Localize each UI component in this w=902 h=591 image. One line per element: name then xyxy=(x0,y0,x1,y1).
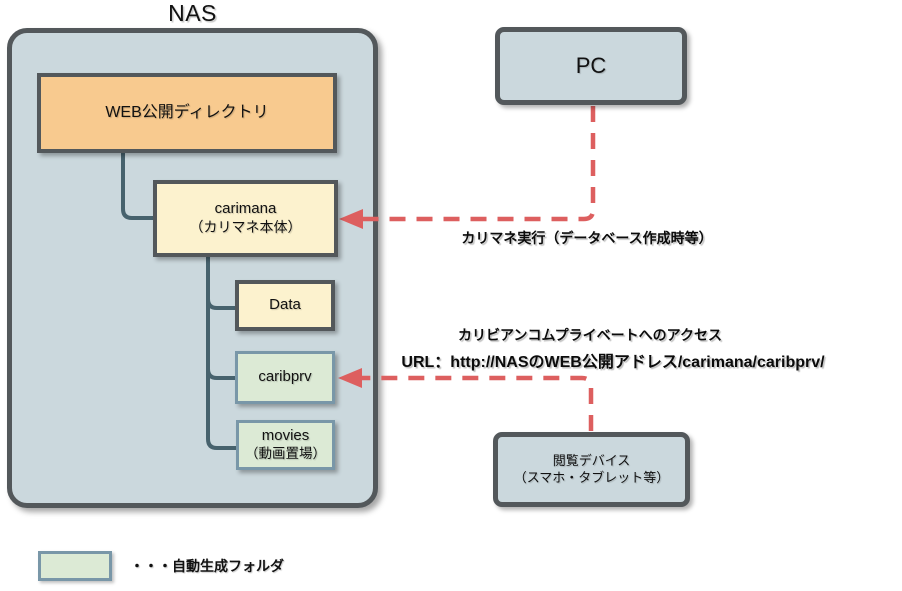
node-web-public-directory: WEB公開ディレクトリ xyxy=(37,73,337,153)
pc-arrow-annotation: カリマネ実行（データベース作成時等） xyxy=(461,230,713,246)
carimana-sublabel: （カリマネ本体） xyxy=(189,219,302,236)
movies-sublabel: （動画置場） xyxy=(245,445,326,461)
access-url-annotation: URL：http://NASのWEB公開アドレス/carimana/caribp… xyxy=(401,354,825,371)
web-public-directory-label: WEB公開ディレクトリ xyxy=(105,104,269,121)
caribprv-label: caribprv xyxy=(258,368,312,386)
node-caribprv: caribprv xyxy=(235,351,335,404)
node-pc: PC xyxy=(495,27,687,105)
legend-auto-folder-swatch xyxy=(38,551,112,581)
legend: ・・・自動生成フォルダ xyxy=(38,551,284,581)
nas-title: NAS xyxy=(168,0,217,26)
carimana-label: carimana xyxy=(214,200,277,218)
viewing-device-sublabel: （スマホ・タブレット等） xyxy=(513,469,670,485)
viewing-device-label: 閲覧デバイス xyxy=(552,453,631,469)
access-annotation: カリビアンコムプライベートへのアクセス xyxy=(458,327,722,343)
movies-label: movies xyxy=(261,427,310,445)
node-viewing-device: 閲覧デバイス （スマホ・タブレット等） xyxy=(493,432,690,507)
node-movies: movies （動画置場） xyxy=(236,420,335,470)
data-label: Data xyxy=(269,296,301,314)
pc-label: PC xyxy=(575,53,607,79)
legend-auto-folder-label: ・・・自動生成フォルダ xyxy=(130,558,284,574)
node-data: Data xyxy=(235,280,335,331)
node-carimana: carimana （カリマネ本体） xyxy=(153,180,338,257)
